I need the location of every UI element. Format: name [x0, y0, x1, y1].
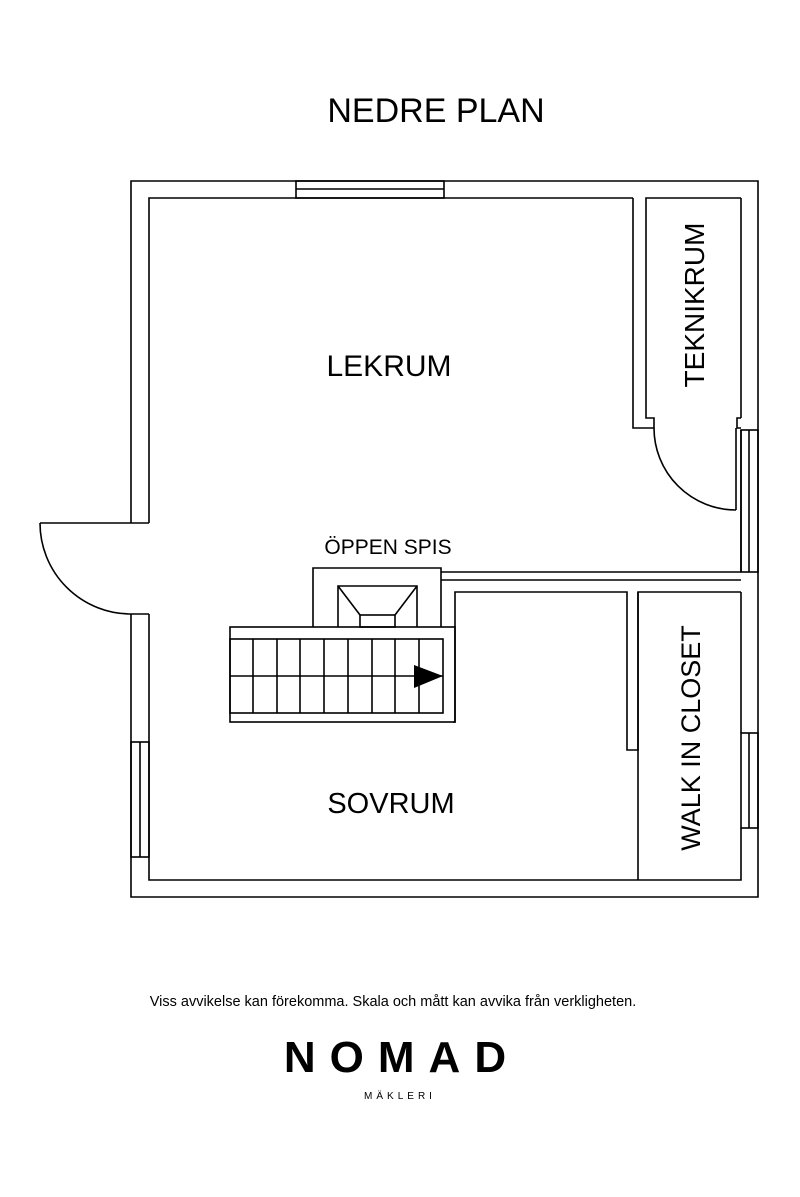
logo-subtitle: MÄKLERI — [364, 1090, 436, 1102]
stair-arrow-icon — [414, 665, 443, 688]
room-label-teknikrum: TEKNIKRUM — [679, 223, 710, 388]
plan-title: NEDRE PLAN — [327, 92, 544, 130]
logo-nomad: NOMAD — [284, 1033, 520, 1082]
disclaimer: Viss avvikelse kan förekomma. Skala och … — [150, 994, 637, 1010]
room-label-lekrum: LEKRUM — [326, 350, 451, 383]
fireplace — [312, 567, 442, 628]
room-label-oppen-spis: ÖPPEN SPIS — [324, 536, 451, 559]
windows — [130, 180, 759, 858]
teknikrum-door — [653, 427, 737, 511]
room-label-sovrum: SOVRUM — [327, 788, 454, 820]
room-label-walk-in-closet: WALK IN CLOSET — [676, 625, 706, 851]
staircase — [229, 626, 456, 723]
entrance-door — [39, 522, 132, 615]
teknikrum-walls — [632, 197, 741, 511]
